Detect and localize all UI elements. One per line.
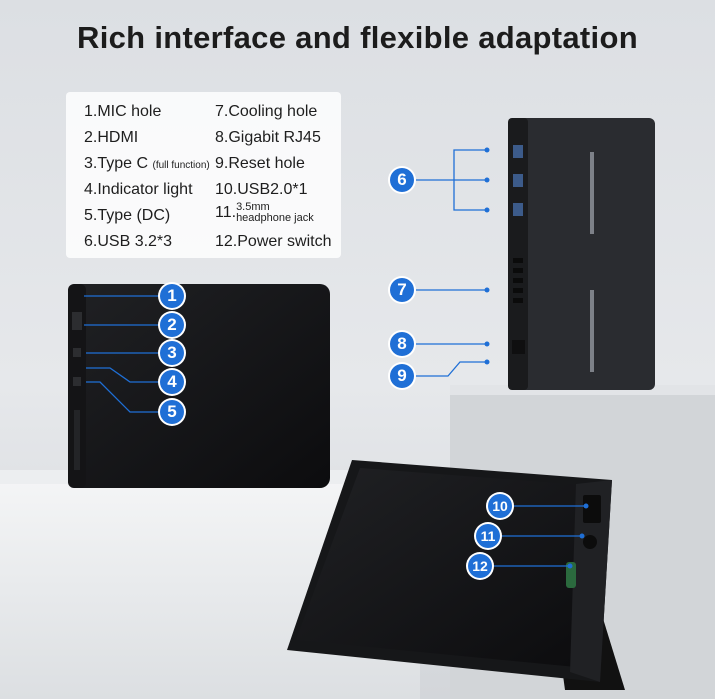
- device-left-tablet: [68, 284, 330, 488]
- legend-item-9: 9.Reset hole: [215, 155, 305, 172]
- badge-2: 2: [160, 313, 184, 337]
- badge-6: 6: [390, 168, 414, 192]
- badge-1: 1: [160, 284, 184, 308]
- legend-item-3: 3.Type C (full function): [84, 155, 210, 172]
- callout-lines: [84, 149, 586, 567]
- legend-item-8: 8.Gigabit RJ45: [215, 129, 321, 146]
- legend-item-4: 4.Indicator light: [84, 181, 193, 198]
- badge-10: 10: [488, 494, 512, 518]
- badge-12: 12: [468, 554, 492, 578]
- badge-4: 4: [160, 370, 184, 394]
- legend-item-5: 5.Type (DC): [84, 207, 171, 224]
- device-stand-tablet: [287, 460, 625, 690]
- badge-3: 3: [160, 341, 184, 365]
- page-title: Rich interface and flexible adaptation: [77, 20, 638, 55]
- badge-7: 7: [390, 278, 414, 302]
- legend-item-6: 6.USB 3.2*3: [84, 233, 173, 250]
- legend-item-12: 12.Power switch: [215, 233, 332, 250]
- legend-item-2: 2.HDMI: [84, 129, 139, 146]
- badge-11: 11: [476, 524, 500, 548]
- legend-item-10: 10.USB2.0*1: [215, 181, 308, 198]
- badge-9: 9: [390, 364, 414, 388]
- legend-item-7: 7.Cooling hole: [215, 103, 318, 120]
- port-legend: 1.MIC hole 2.HDMI 3.Type C (full functio…: [66, 92, 341, 258]
- badge-5: 5: [160, 400, 184, 424]
- device-side-view: [508, 118, 655, 390]
- legend-item-1: 1.MIC hole: [84, 103, 162, 120]
- badge-8: 8: [390, 332, 414, 356]
